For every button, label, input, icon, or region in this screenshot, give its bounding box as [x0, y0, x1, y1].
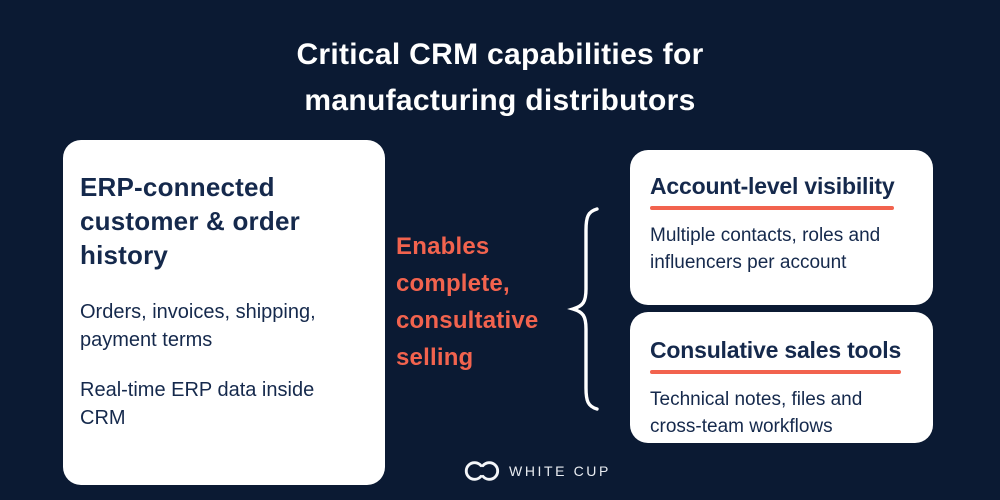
page-title-line-2: manufacturing distributors: [304, 84, 696, 117]
right-card-1-heading: Account-level visibility: [650, 172, 895, 210]
right-card-1-title: Account-level visibility: [650, 173, 895, 199]
right-card-2-title: Consulative sales tools: [650, 337, 902, 363]
whitecup-logo-icon: [464, 461, 500, 481]
right-card-2-heading: Consulative sales tools: [650, 336, 901, 374]
left-card-paragraph-1: Orders, invoices, shipping, payment term…: [80, 301, 316, 351]
brand-name: WHITE CUP: [509, 463, 611, 479]
left-card-title: ERP-connected customer & order history: [80, 172, 300, 270]
card-account-visibility: Account-level visibility Multiple contac…: [630, 150, 933, 305]
enables-label: Enables complete, consultative selling: [396, 233, 539, 371]
card-consultative-sales-tools: Consulative sales tools Technical notes,…: [630, 312, 933, 443]
page-title: Critical CRM capabilities for manufactur…: [0, 32, 1000, 124]
brand-footer: WHITE CUP: [463, 458, 611, 484]
right-card-1-body: Multiple contacts, roles and influencers…: [650, 225, 881, 273]
curly-brace-icon: [567, 207, 599, 411]
orange-underline: [650, 370, 902, 374]
card-erp-history: ERP-connected customer & order history O…: [63, 140, 385, 485]
orange-underline: [650, 206, 895, 210]
right-card-2-body: Technical notes, files and cross-team wo…: [650, 389, 863, 437]
left-card-paragraph-2: Real-time ERP data inside CRM: [80, 379, 315, 429]
page-title-line-1: Critical CRM capabilities for: [296, 38, 704, 71]
